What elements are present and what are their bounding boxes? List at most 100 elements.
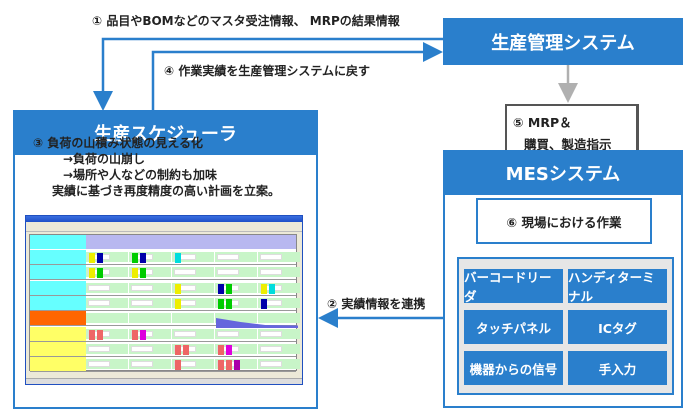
gantt-row	[30, 280, 300, 296]
gantt-cell	[129, 359, 171, 370]
device-manual-input: 手入力	[568, 351, 667, 385]
gantt-cell	[258, 313, 300, 324]
gantt-cell	[86, 282, 128, 293]
gantt-task-bar	[89, 253, 95, 263]
mrp-line2: 購買、製造指示	[524, 137, 612, 152]
gantt-task-bar	[226, 344, 232, 355]
gantt-cell	[86, 343, 128, 354]
gantt-task-bar	[140, 253, 146, 263]
gantt-task-bar	[218, 283, 224, 294]
gantt-cell	[129, 297, 171, 308]
gantt-cell	[129, 282, 171, 293]
onsite-work-box: ⑥ 現場における作業	[476, 198, 652, 244]
gantt-cell	[129, 313, 171, 324]
gantt-task-bar	[234, 360, 240, 371]
device-barcode-reader: バーコードリーダ	[464, 269, 563, 304]
gantt-task-bar	[175, 344, 181, 355]
gantt-cell	[172, 267, 214, 278]
step4-label: ④ 作業実績を生産管理システムに戻す	[164, 64, 370, 78]
gantt-row	[30, 357, 300, 373]
gantt-cell	[258, 267, 300, 278]
gantt-cell	[172, 313, 214, 324]
gantt-chart	[29, 234, 300, 373]
gantt-row-label	[30, 265, 86, 280]
window-toolbar	[26, 222, 302, 232]
gantt-cell	[86, 297, 128, 308]
gantt-row	[30, 295, 300, 311]
gantt-cell	[258, 252, 300, 262]
mes-box: MESシステム ⑥ 現場における作業 バーコードリーダ ハンディターミナル タッ…	[443, 150, 683, 408]
gantt-task-bar	[218, 298, 224, 309]
gantt-cell	[129, 343, 171, 354]
gantt-task-bar	[140, 268, 146, 279]
gantt-row-label	[30, 341, 86, 356]
gantt-cell	[215, 252, 257, 262]
production-system-box: 生産管理システム	[443, 18, 683, 65]
gantt-row	[30, 326, 300, 342]
gantt-task-bar	[218, 360, 224, 371]
gantt-task-bar	[132, 253, 138, 263]
gantt-cell	[172, 297, 214, 308]
window-titlebar	[26, 216, 302, 222]
gantt-date-header	[86, 235, 296, 249]
gantt-task-bar	[183, 344, 189, 355]
gantt-row	[30, 311, 300, 327]
status-bar	[26, 378, 302, 384]
gantt-cell	[258, 328, 300, 339]
scheduler-screenshot	[25, 215, 303, 385]
gantt-cell	[215, 267, 257, 278]
gantt-row	[30, 265, 300, 281]
device-handy-terminal: ハンディターミナル	[568, 269, 667, 304]
gantt-task-bar	[269, 283, 275, 294]
gantt-task-bar	[89, 329, 95, 340]
gantt-task-bar	[89, 268, 95, 279]
gantt-cell	[258, 297, 300, 308]
gantt-task-bar	[132, 268, 138, 279]
gantt-row-label	[30, 326, 86, 341]
device-machine-signal: 機器からの信号	[464, 351, 563, 385]
device-ic-tag: ICタグ	[568, 310, 667, 344]
gantt-row-label	[30, 280, 86, 295]
gantt-task-bar	[175, 253, 181, 263]
mes-title: MESシステム	[443, 150, 683, 195]
gantt-cell	[172, 252, 214, 262]
gantt-task-bar	[97, 268, 103, 279]
mrp-line1: ⑤ MRP＆	[513, 115, 572, 130]
gantt-cell	[86, 359, 128, 370]
scheduler-line3: →場所や人などの制約も加味	[63, 168, 218, 182]
gantt-cell	[215, 328, 257, 339]
step2-label: ② 実績情報を連携	[327, 297, 426, 311]
gantt-row	[30, 250, 300, 265]
scheduler-title: 生産スケジューラ	[13, 110, 318, 155]
arrow-step4	[151, 42, 443, 110]
gantt-task-bar	[226, 298, 232, 309]
device-touch-panel: タッチパネル	[464, 310, 563, 344]
gantt-row-label	[30, 357, 86, 372]
gantt-cell	[172, 282, 214, 293]
scheduler-line1: ③ 負荷の山積み状態の見える化	[33, 136, 203, 150]
gantt-task-bar	[175, 298, 181, 309]
gantt-task-bar	[218, 344, 224, 355]
gantt-row-label	[30, 311, 86, 326]
gantt-task-bar	[226, 360, 232, 371]
gantt-task-bar	[132, 329, 138, 340]
gantt-task-bar	[261, 298, 267, 309]
gantt-cell	[215, 313, 257, 324]
gantt-row	[30, 341, 300, 357]
step1-label: ① 品目やBOMなどのマスタ受注情報、 MRPの結果情報	[92, 14, 400, 28]
gantt-row-label	[30, 250, 86, 264]
arrow-step1	[93, 37, 443, 111]
gantt-cell	[86, 313, 128, 324]
gantt-task-bar	[175, 283, 181, 294]
gantt-task-bar	[226, 283, 232, 294]
gantt-task-bar	[140, 329, 146, 340]
gantt-cell	[172, 328, 214, 339]
gantt-cell	[172, 359, 214, 370]
gantt-cell	[258, 359, 300, 370]
gantt-task-bar	[97, 329, 103, 340]
gantt-row-label	[30, 295, 86, 310]
gantt-task-bar	[175, 360, 181, 371]
gantt-task-bar	[97, 253, 103, 263]
device-panel: バーコードリーダ ハンディターミナル タッチパネル ICタグ 機器からの信号 手…	[457, 257, 674, 395]
